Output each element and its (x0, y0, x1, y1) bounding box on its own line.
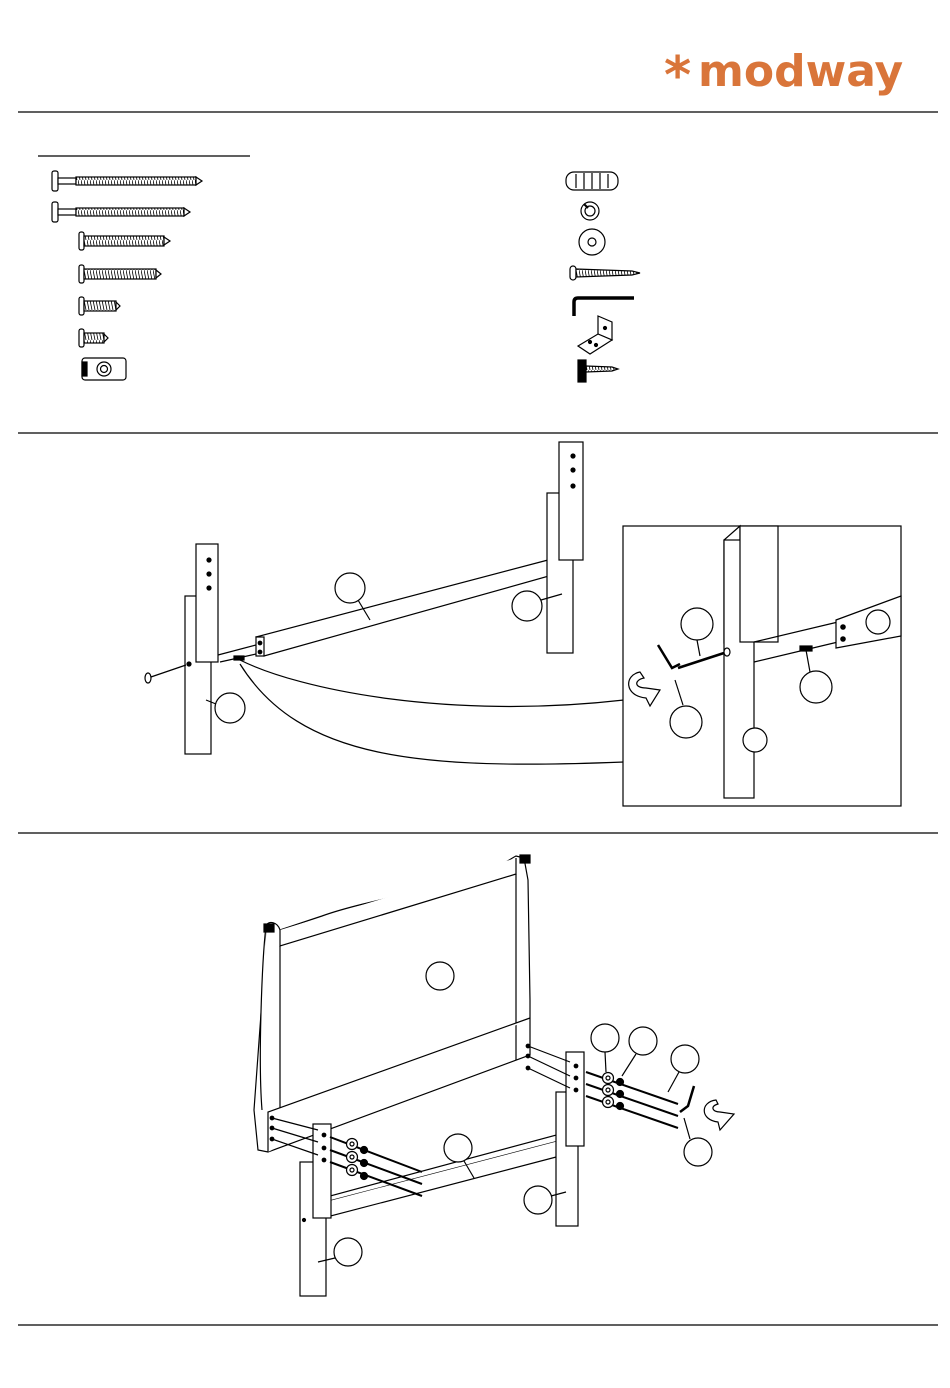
zoom-connector (240, 664, 624, 764)
callout-circle (426, 962, 454, 990)
long-bolt-icon (52, 202, 190, 222)
short-bolt-icon (79, 329, 108, 347)
callout-circle (215, 693, 245, 723)
zoom-connector (240, 660, 624, 706)
step-2-illustration (254, 855, 734, 1296)
brand-name: modway (698, 46, 903, 97)
barrel-nut-icon (82, 358, 126, 380)
headboard-panel (254, 855, 530, 1152)
callout-circle (444, 1134, 472, 1162)
right-bolt-set (526, 1044, 694, 1128)
step-1-illustration (145, 442, 901, 806)
medium-bolt-icon (79, 265, 161, 283)
callout-circle (524, 1186, 552, 1214)
callout-circle (512, 591, 542, 621)
right-leg-post (556, 1052, 584, 1226)
callout-circle (684, 1138, 712, 1166)
callout-circle (334, 1238, 362, 1266)
brand-logo: * modway (664, 46, 903, 106)
l-bracket-icon (578, 316, 612, 354)
wood-dowel-icon (566, 172, 618, 190)
brand-asterisk: * (664, 46, 691, 106)
left-leg-post (185, 544, 218, 754)
callout-circle (591, 1024, 619, 1052)
hardware-list-right (566, 172, 640, 382)
hardware-list-left (52, 171, 202, 380)
callout-circle (335, 573, 365, 603)
lock-washer-icon (581, 202, 599, 220)
callout-circle (671, 1045, 699, 1073)
short-bolt-icon (79, 297, 120, 315)
wood-screw-icon (570, 266, 640, 280)
long-bolt-icon (52, 171, 202, 191)
bracket-screw-icon (578, 360, 618, 382)
right-leg-post (547, 442, 583, 653)
medium-bolt-icon (79, 232, 170, 250)
side-rail (218, 560, 556, 662)
allen-key-icon (574, 298, 634, 316)
bolt-icon (145, 662, 191, 683)
rotate-arrow-icon (704, 1100, 734, 1130)
callout-circle (629, 1027, 657, 1055)
flat-washer-icon (579, 229, 605, 255)
